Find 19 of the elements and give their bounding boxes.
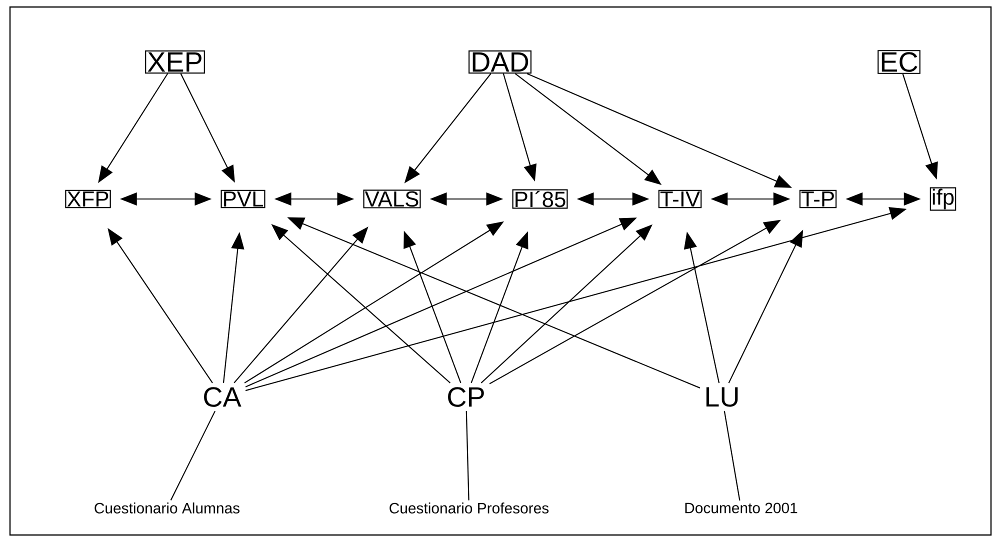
source-box: EC	[878, 50, 920, 74]
concept-box: VALS	[363, 190, 421, 208]
source-box: XEP	[145, 50, 205, 74]
concept-box: XFP	[65, 190, 111, 208]
connector-line	[466, 411, 470, 500]
code-label: LU	[706, 387, 738, 407]
connector-line	[724, 410, 740, 501]
code-label: CA	[204, 387, 242, 407]
source-label: Cuestionario Profesores	[390, 502, 549, 514]
concept-box: T-P	[799, 190, 837, 208]
concept-box: T-IV	[658, 190, 702, 208]
concept-box: PVL	[220, 190, 266, 208]
source-label: Documento 2001	[685, 502, 798, 514]
concept-box: PI´85	[512, 189, 568, 209]
source-label: Cuestionario Alumnas	[94, 502, 240, 514]
connector-line	[170, 410, 216, 501]
concept-box: ifp	[930, 187, 956, 211]
source-box: DAD	[468, 50, 532, 74]
code-label: CP	[448, 387, 484, 407]
